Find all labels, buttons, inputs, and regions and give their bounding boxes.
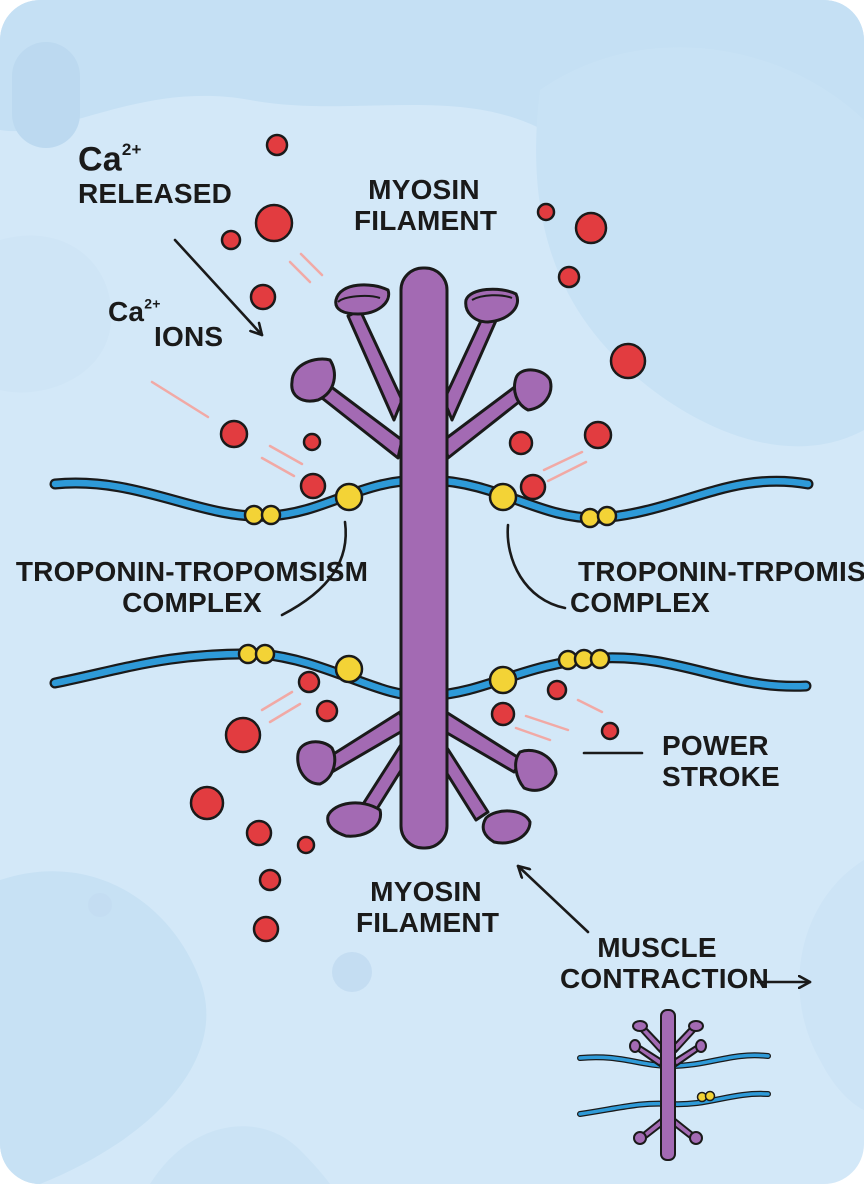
calcium-ions bbox=[189, 133, 647, 943]
motion-lines bbox=[150, 252, 604, 742]
troponin-complexes bbox=[237, 482, 618, 695]
complex-left-pointer bbox=[280, 520, 348, 617]
myosin-heads-upper bbox=[290, 283, 553, 460]
troponin-icon bbox=[243, 504, 265, 526]
calcium-ion-icon bbox=[265, 133, 289, 157]
complex-left-label: TROPONIN-TROPOMSISM COMPLEX bbox=[15, 556, 369, 619]
myosin-filament-bottom-label: MYOSIN FILAMENT bbox=[356, 876, 500, 939]
complex-right-label: TROPONIN-TRPOMISIM COMPLEX bbox=[570, 556, 864, 619]
ca-ions-label: Ca2+ IONS bbox=[108, 295, 224, 353]
ca-released-label: Ca2+ RELEASED bbox=[78, 140, 233, 210]
myosin-filament-trunk bbox=[399, 266, 449, 850]
contraction-inset bbox=[577, 1009, 771, 1161]
complex-right-pointer bbox=[506, 523, 567, 610]
leader-lines bbox=[173, 238, 812, 982]
myosin-head-icon bbox=[334, 283, 391, 316]
muscle-contraction-label: MUSCLE CONTRACTION bbox=[560, 932, 770, 995]
contraction-pointer-arrow bbox=[516, 864, 590, 934]
power-stroke-label: POWER STROKE bbox=[662, 730, 780, 793]
myosin-filament-top-label: MYOSIN FILAMENT bbox=[354, 174, 498, 237]
arrow-icon bbox=[173, 238, 264, 337]
